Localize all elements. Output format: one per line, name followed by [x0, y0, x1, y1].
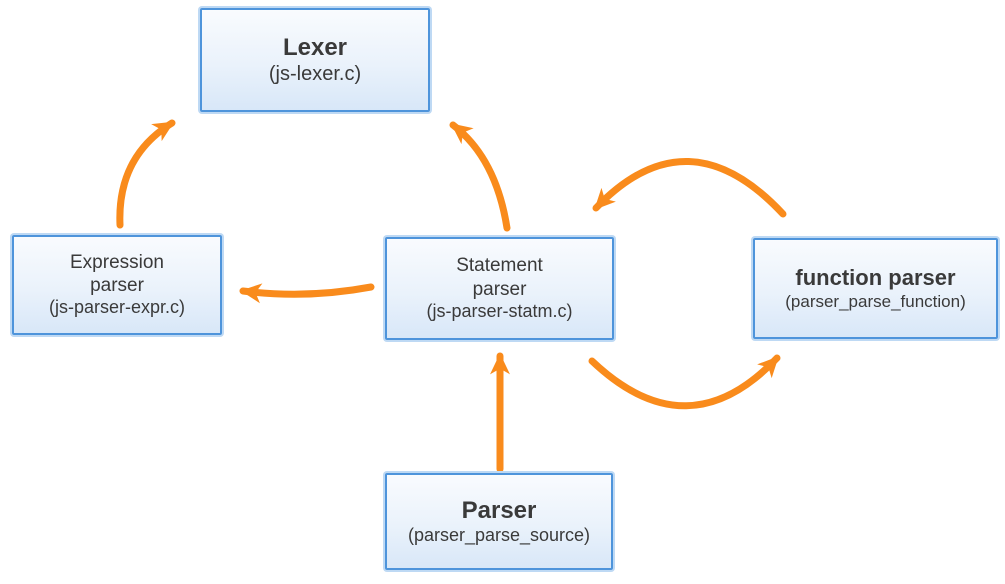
node-expression-parser: Expression parser (js-parser-expr.c) — [12, 235, 222, 335]
node-parser-subtitle: (parser_parse_source) — [407, 525, 591, 546]
node-function-parser: function parser (parser_parse_function) — [753, 238, 998, 339]
arrow-statement-parser-to-lexer — [449, 121, 511, 232]
node-lexer: Lexer (js-lexer.c) — [200, 8, 430, 112]
node-parser-title: Parser — [461, 496, 537, 524]
node-statement-parser-subtitle: (js-parser-statm.c) — [426, 300, 573, 321]
node-lexer-title: Lexer — [282, 34, 348, 62]
node-expression-parser-title: Expression parser — [70, 251, 164, 297]
arrow-expression-parser-to-lexer — [116, 119, 176, 229]
node-function-parser-subtitle: (parser_parse_function) — [785, 291, 966, 311]
node-statement-parser: Statement parser (js-parser-statm.c) — [385, 237, 614, 340]
node-statement-parser-title: Statement parser — [456, 255, 543, 300]
node-lexer-subtitle: (js-lexer.c) — [268, 63, 362, 86]
arrow-function-parser-to-statement-parser — [592, 158, 787, 218]
arrow-statement-parser-to-expression-parser — [239, 283, 375, 304]
arrow-statement-parser-to-function-parser — [588, 354, 781, 410]
node-parser: Parser (parser_parse_source) — [385, 473, 613, 570]
node-function-parser-title: function parser — [795, 264, 956, 290]
node-expression-parser-subtitle: (js-parser-expr.c) — [48, 297, 186, 318]
